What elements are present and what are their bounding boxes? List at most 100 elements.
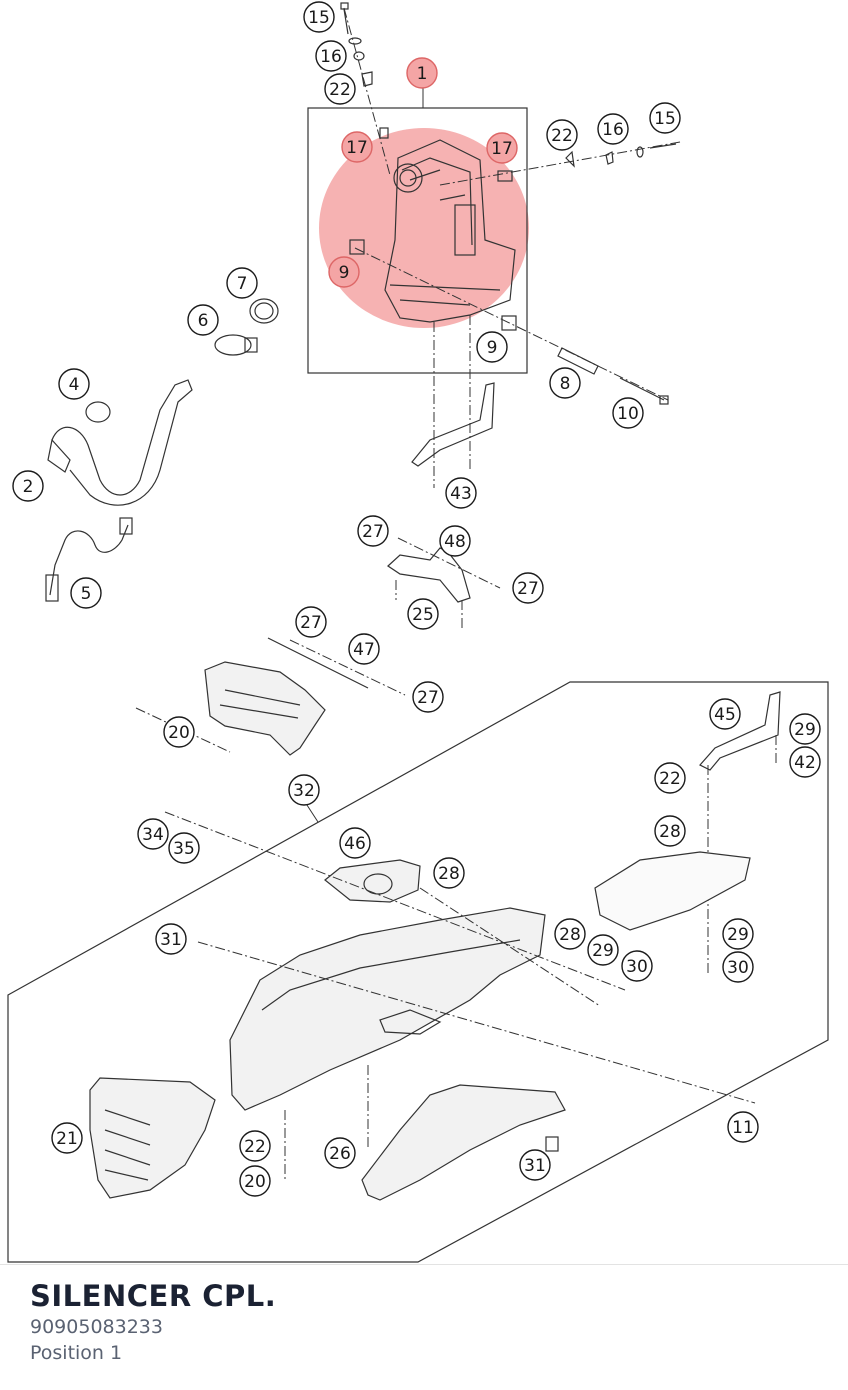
callout-6[interactable]: 6: [187, 304, 219, 336]
header-pipe: [47, 298, 279, 506]
callout-28a[interactable]: 28: [654, 815, 686, 847]
callout-22c[interactable]: 22: [654, 762, 686, 794]
callout-30b[interactable]: 30: [722, 951, 754, 983]
callout-34[interactable]: 34: [137, 818, 169, 850]
main-shield-32: [164, 811, 756, 1111]
silencer-group-frame: [307, 107, 528, 374]
callout-label: 45: [714, 705, 736, 725]
callout-circle: [546, 119, 578, 151]
end-cap-21: [89, 1077, 216, 1199]
callout-circle: [512, 572, 544, 604]
callout-label: 29: [592, 941, 614, 961]
callout-16b[interactable]: 16: [597, 113, 629, 145]
callout-26[interactable]: 26: [324, 1137, 356, 1169]
callout-circle: [348, 633, 380, 665]
callout-22b[interactable]: 22: [546, 119, 578, 151]
callout-circle: [445, 477, 477, 509]
callout-15b[interactable]: 15: [649, 102, 681, 134]
callout-42[interactable]: 42: [789, 746, 821, 778]
callout-label: 21: [56, 1129, 78, 1149]
callout-32[interactable]: 32: [288, 774, 320, 806]
callout-circle: [339, 827, 371, 859]
callout-label: 30: [727, 958, 749, 978]
callout-10[interactable]: 10: [612, 397, 644, 429]
callout-label: 47: [353, 640, 375, 660]
callout-label: 8: [560, 374, 571, 394]
callout-circle: [187, 304, 219, 336]
callout-27a[interactable]: 27: [357, 515, 389, 547]
callout-2[interactable]: 2: [12, 470, 44, 502]
callout-27b[interactable]: 27: [512, 572, 544, 604]
callout-label: 22: [244, 1137, 266, 1157]
callout-circle: [621, 950, 653, 982]
callout-43[interactable]: 43: [445, 477, 477, 509]
callout-46[interactable]: 46: [339, 827, 371, 859]
callout-45[interactable]: 45: [709, 698, 741, 730]
callout-label: 28: [559, 925, 581, 945]
callout-label: 28: [659, 822, 681, 842]
lower-group-frame: [7, 681, 829, 1263]
callout-4[interactable]: 4: [58, 368, 90, 400]
callout-circle: [324, 73, 356, 105]
callout-11[interactable]: 11: [727, 1111, 759, 1143]
callout-label: 1: [417, 64, 428, 84]
callout-48[interactable]: 48: [439, 525, 471, 557]
callout-9a[interactable]: 9: [328, 256, 360, 288]
callout-47[interactable]: 47: [348, 633, 380, 665]
callout-30a[interactable]: 30: [621, 950, 653, 982]
callout-28b[interactable]: 28: [433, 857, 465, 889]
callout-circle: [303, 1, 335, 33]
callout-15a[interactable]: 15: [303, 1, 335, 33]
callout-17b[interactable]: 17: [486, 132, 518, 164]
lower-shield-26: [284, 1065, 566, 1201]
part-number: 90905083233: [30, 1316, 163, 1338]
callout-circle: [722, 951, 754, 983]
callout-22a[interactable]: 22: [324, 73, 356, 105]
callout-27c[interactable]: 27: [295, 606, 327, 638]
callout-label: 46: [344, 834, 366, 854]
callout-16a[interactable]: 16: [315, 40, 347, 72]
callout-circle: [709, 698, 741, 730]
callout-circle: [341, 131, 373, 163]
callout-29a[interactable]: 29: [789, 713, 821, 745]
callout-21[interactable]: 21: [51, 1122, 83, 1154]
callout-circle: [439, 525, 471, 557]
callout-28c[interactable]: 28: [554, 918, 586, 950]
guard-46: [324, 859, 421, 903]
callout-25[interactable]: 25: [407, 598, 439, 630]
part-info-panel: SILENCER CPL. 90905083233 Position 1: [30, 1278, 276, 1366]
callout-circle: [324, 1137, 356, 1169]
callout-label: 11: [732, 1118, 754, 1138]
callout-22d[interactable]: 22: [239, 1130, 271, 1162]
callout-27d[interactable]: 27: [412, 681, 444, 713]
callout-8[interactable]: 8: [549, 367, 581, 399]
callout-circle: [727, 1111, 759, 1143]
callout-31b[interactable]: 31: [519, 1149, 551, 1181]
callout-label: 5: [81, 584, 92, 604]
callout-label: 10: [617, 404, 639, 424]
callout-20a[interactable]: 20: [163, 716, 195, 748]
callout-17a[interactable]: 17: [341, 131, 373, 163]
callout-label: 6: [198, 311, 209, 331]
callout-circle: [51, 1122, 83, 1154]
callout-29b[interactable]: 29: [587, 934, 619, 966]
callout-9b[interactable]: 9: [476, 331, 508, 363]
callout-circle: [549, 367, 581, 399]
callout-20b[interactable]: 20: [239, 1165, 271, 1197]
silencer-body: [384, 139, 516, 323]
callout-31a[interactable]: 31: [155, 923, 187, 955]
callout-label: 2: [23, 477, 34, 497]
callout-35[interactable]: 35: [168, 832, 200, 864]
callout-label: 31: [524, 1156, 546, 1176]
callout-7[interactable]: 7: [226, 267, 258, 299]
callout-circle: [587, 934, 619, 966]
callout-1[interactable]: 1: [406, 57, 438, 89]
callout-label: 32: [293, 781, 315, 801]
callout-circle: [239, 1165, 271, 1197]
callout-5[interactable]: 5: [70, 577, 102, 609]
callout-label: 20: [244, 1172, 266, 1192]
callout-label: 17: [491, 139, 513, 159]
callout-circle: [407, 598, 439, 630]
callout-29c[interactable]: 29: [722, 918, 754, 950]
